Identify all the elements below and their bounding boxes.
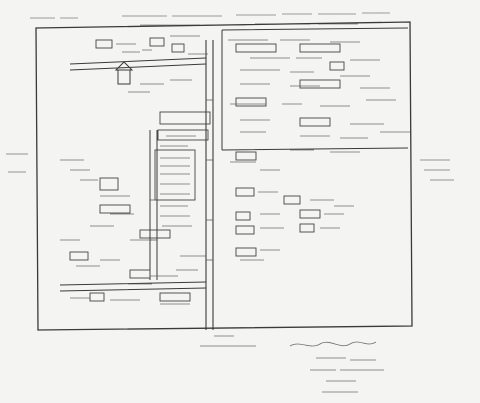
map-border [35,21,413,331]
map-inner-frame [221,27,409,151]
road-ticks [150,99,213,261]
house-symbol [114,61,134,85]
signature-block [289,341,384,393]
bottom-label [200,335,256,347]
lane-bottom [59,281,207,292]
plot-boxes [69,37,345,302]
main-road-vertical [205,40,214,330]
left-margin-note [6,153,28,173]
plot-labels [60,35,410,305]
road-top-left [69,57,207,71]
right-margin-note [420,159,454,181]
lane-left-vertical [149,130,158,280]
